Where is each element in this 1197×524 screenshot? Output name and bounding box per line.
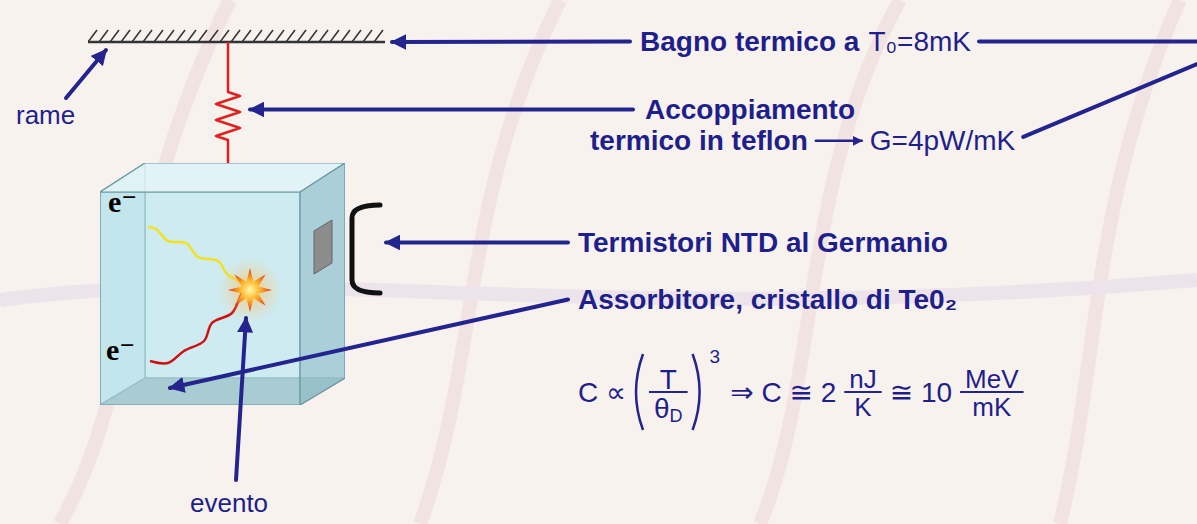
text-slot: nJ [849, 365, 876, 394]
text-slot: Bagno termico a [640, 26, 859, 57]
formula-part: T [660, 364, 677, 395]
leader-arrow [386, 241, 568, 245]
text-slot: D [670, 406, 683, 426]
event-burst [228, 268, 272, 312]
front-face [100, 192, 300, 405]
text-slot: K [854, 393, 871, 422]
leader-line [979, 40, 1197, 44]
text-slot: Termistori NTD al Germanio [578, 227, 948, 258]
small-arrow [816, 140, 862, 143]
absorber-crystal: e⁻ e⁻ [100, 163, 345, 405]
heading-label: Bagno termico a [640, 26, 859, 57]
electron-label: e⁻ [108, 185, 137, 218]
thermistor-bracket [352, 205, 380, 293]
formula-part: MeV [965, 364, 1018, 394]
hatching [88, 28, 385, 42]
formula-part: ≅ 10 [890, 377, 952, 408]
texture-stroke [760, 0, 900, 524]
leader-arrow [170, 300, 568, 389]
formula-part: nJ [849, 364, 876, 394]
leader-arrow [66, 50, 106, 98]
text-slot: C ∝ [578, 377, 626, 408]
leader-arrow [236, 318, 246, 480]
heading-label: Accoppiamento termico in teflon [590, 94, 855, 156]
text-slot: ≅ 10 [890, 377, 952, 408]
text-slot: ⇒ C ≅ 2 [730, 377, 836, 408]
leader-arrow [392, 40, 630, 45]
electron-label: e⁻ [106, 333, 135, 366]
label: rame [16, 100, 75, 130]
text-slot: T [660, 364, 677, 395]
heading-label: Termistori NTD al Germanio [578, 227, 948, 258]
text-slot: rame [16, 101, 75, 130]
copper-ceiling [88, 28, 385, 42]
ntd-thermistor [314, 220, 332, 274]
text-slot: 3 [710, 346, 721, 367]
formula-exponent: 3 [710, 346, 721, 367]
leader-line [1023, 64, 1197, 137]
formula-subscript: D [670, 406, 683, 426]
formula-part: C ∝ [578, 377, 626, 408]
formula-part: ⇒ C ≅ 2 [730, 377, 836, 408]
event-glow [218, 258, 282, 322]
right-face [300, 163, 345, 405]
formula-part: mK [972, 392, 1011, 422]
text-slot: evento [190, 489, 268, 518]
texture-stroke [420, 0, 560, 524]
teflon-spring [216, 42, 240, 178]
text-slot: Assorbitore, cristallo di Te0₂ [578, 284, 957, 315]
text-slot: e⁻ [108, 185, 137, 218]
leader-arrow [250, 108, 633, 112]
heading-label: Assorbitore, cristallo di Te0₂ [578, 284, 957, 315]
value-label: T₀=8mK [868, 26, 971, 57]
ceiling-line [88, 41, 385, 44]
formula-part: θ [654, 393, 670, 424]
parenthesis [693, 354, 700, 430]
text-slot: θ [654, 393, 670, 424]
formula-part: K [854, 392, 871, 422]
text-slot: G=4pW/mK [870, 125, 1015, 156]
parenthesis [636, 354, 643, 430]
text-slot: MeV [965, 365, 1018, 394]
label: evento [190, 488, 268, 518]
value-label: G=4pW/mK [870, 125, 1015, 156]
text-slot: e⁻ [106, 333, 135, 366]
text-slot: mK [972, 393, 1011, 422]
text-slot: T₀=8mK [868, 26, 971, 57]
